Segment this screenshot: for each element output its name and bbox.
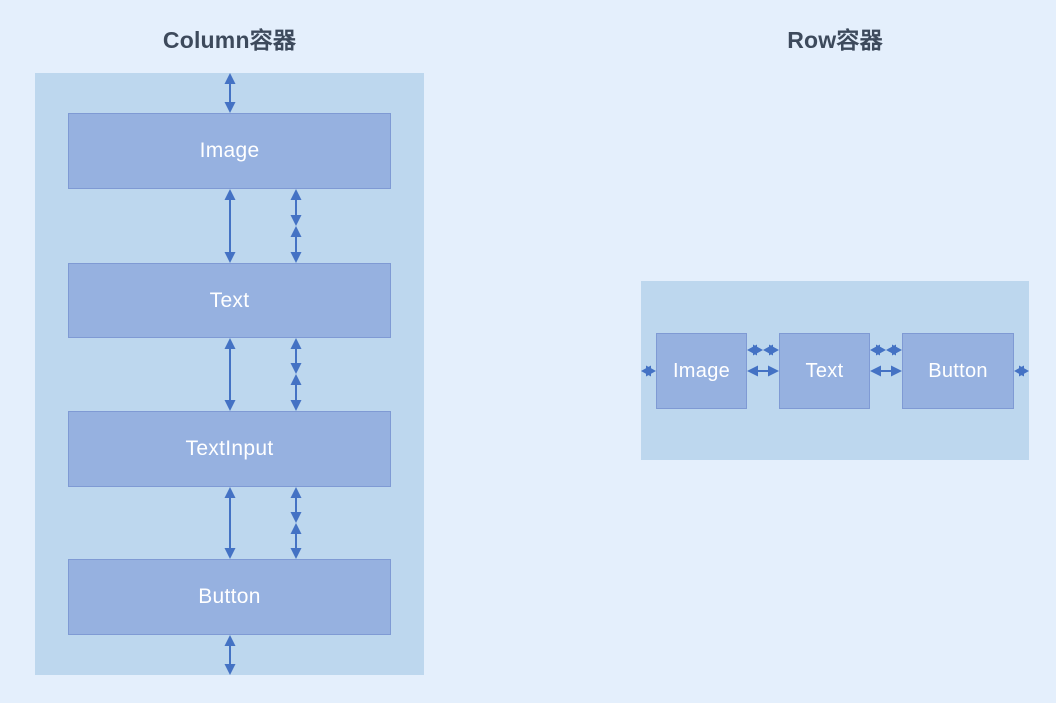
column-child-button: Button	[68, 559, 391, 635]
column-child-image: Image	[68, 113, 391, 189]
row-child-image: Image	[656, 333, 747, 409]
row-panel-title: Row容器	[787, 27, 883, 53]
column-panel-title: Column容器	[162, 27, 297, 53]
column-child-text: Text	[68, 263, 391, 338]
column-child-textinput: TextInput	[68, 411, 391, 487]
row-child-button: Button	[902, 333, 1014, 409]
row-child-text: Text	[779, 333, 870, 409]
